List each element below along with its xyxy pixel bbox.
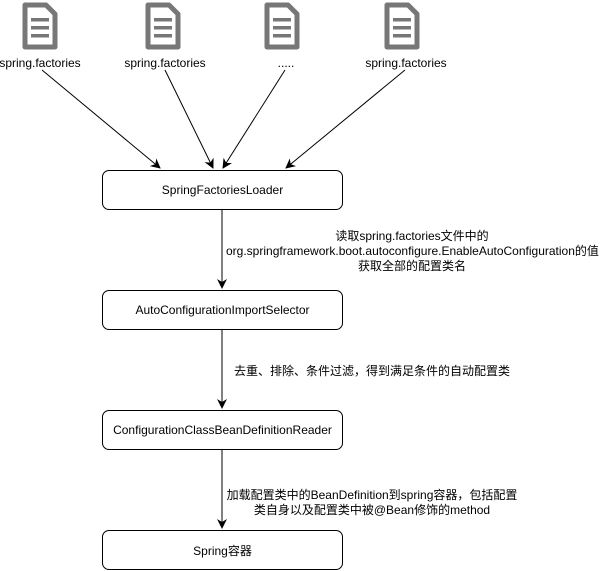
document-icon — [264, 2, 300, 50]
file-label-1: spring.factories — [0, 56, 81, 70]
file-node-3 — [252, 2, 312, 55]
filter-note: 去重、排除、条件过滤，得到满足条件的自动配置类 — [234, 364, 511, 378]
auto-configuration-import-selector-box: AutoConfigurationImportSelector — [102, 290, 343, 330]
arrow-file4-to-loader — [285, 69, 406, 169]
read-factories-note-line-1: 读取spring.factories文件中的 — [335, 229, 489, 243]
load-bean-definition-note-line-2: 类自身以及配置类中被@Bean修饰的method — [253, 503, 491, 517]
configuration-class-bean-definition-reader-box: ConfigurationClassBeanDefinitionReader — [102, 410, 343, 450]
arrow-file1-to-loader — [41, 69, 161, 169]
arrow-file2-to-loader — [164, 69, 214, 169]
document-icon — [145, 2, 181, 50]
file-label-3: ..... — [277, 56, 295, 70]
file-node-4 — [372, 2, 432, 55]
file-node-1 — [10, 2, 70, 55]
read-factories-note: 读取spring.factories文件中的 org.springframewo… — [226, 229, 599, 274]
read-factories-note-line-3: 获取全部的配置类名 — [357, 259, 466, 273]
load-bean-definition-note: 加载配置类中的BeanDefinition到spring容器，包括配置 类自身以… — [226, 488, 518, 518]
document-icon — [384, 2, 420, 50]
file-label-2: spring.factories — [124, 56, 206, 70]
arrow-file3-to-loader — [222, 69, 286, 169]
file-node-2 — [133, 2, 193, 55]
read-factories-note-line-2: org.springframework.boot.autoconfigure.E… — [226, 244, 599, 258]
spring-container-box: Spring容器 — [102, 530, 343, 570]
spring-factories-loader-box: SpringFactoriesLoader — [102, 170, 343, 210]
file-label-4: spring.factories — [365, 56, 447, 70]
document-icon — [22, 2, 58, 50]
load-bean-definition-note-line-1: 加载配置类中的BeanDefinition到spring容器，包括配置 — [226, 488, 518, 502]
